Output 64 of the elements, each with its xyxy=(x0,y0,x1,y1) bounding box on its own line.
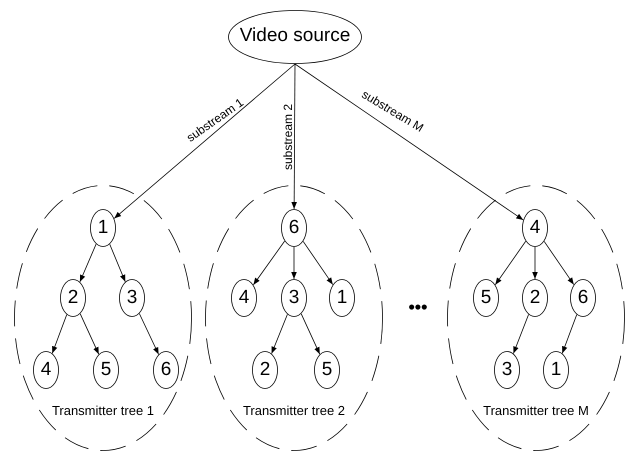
node-label: Video source xyxy=(238,25,352,47)
arrow xyxy=(252,240,285,286)
ellipsis-label: ••• xyxy=(408,296,428,318)
node-label: 4 xyxy=(528,217,542,239)
node-label: 1 xyxy=(96,217,110,239)
node-label: 4 xyxy=(238,287,250,309)
arrow xyxy=(291,64,297,210)
node-ellipse xyxy=(314,351,340,389)
node-label: 5 xyxy=(320,359,334,381)
node-ellipse xyxy=(522,209,548,247)
tree-ellipse xyxy=(447,185,625,451)
arrow xyxy=(532,246,538,280)
arrow xyxy=(138,313,160,355)
tree-ellipse xyxy=(205,185,383,451)
node-ellipse xyxy=(119,279,145,317)
arrow xyxy=(544,241,574,285)
node-ellipse xyxy=(153,351,179,389)
node-ellipse xyxy=(93,351,119,389)
tree-title: Transmitter tree M xyxy=(482,403,590,418)
node-label: 3 xyxy=(288,287,300,309)
edge-label: substream 2 xyxy=(281,104,296,170)
tree-title: Transmitter tree 1 xyxy=(50,403,156,418)
node-label: 1 xyxy=(336,287,348,309)
arrow xyxy=(513,314,529,354)
arrow xyxy=(109,244,126,282)
arrow xyxy=(300,313,320,355)
arrow xyxy=(80,313,100,355)
node-label: 5 xyxy=(480,287,492,309)
node-ellipse xyxy=(543,351,569,389)
arrow xyxy=(52,314,68,354)
node-ellipse xyxy=(473,279,499,317)
node-ellipse xyxy=(329,279,355,317)
node-label: 4 xyxy=(40,359,52,381)
tree-ellipse xyxy=(14,185,192,451)
node-label: 3 xyxy=(500,359,514,381)
node-ellipse xyxy=(522,279,548,317)
arrow xyxy=(291,246,297,280)
node-label: 5 xyxy=(100,359,112,381)
node-label: 2 xyxy=(66,287,80,309)
node-label: 6 xyxy=(160,359,172,381)
arrow xyxy=(562,314,578,354)
node-ellipse xyxy=(570,279,596,317)
arrow xyxy=(294,64,524,220)
node-ellipse xyxy=(231,279,257,317)
arrow xyxy=(302,241,334,285)
node-ellipse xyxy=(33,351,59,389)
arrow xyxy=(80,244,96,282)
node-label: 1 xyxy=(550,359,562,381)
node-ellipse xyxy=(60,279,86,317)
arrow xyxy=(494,240,526,286)
arrow xyxy=(271,314,288,354)
node-ellipse xyxy=(281,209,307,247)
node-ellipse xyxy=(228,10,362,64)
node-ellipse xyxy=(281,279,307,317)
node-label: 2 xyxy=(528,287,542,309)
node-label: 6 xyxy=(576,287,590,309)
node-ellipse xyxy=(494,351,520,389)
tree-title: Transmitter tree 2 xyxy=(242,403,346,418)
node-label: 2 xyxy=(258,359,272,381)
node-ellipse xyxy=(90,209,116,247)
node-label: 6 xyxy=(288,217,300,239)
node-label: 3 xyxy=(126,287,138,309)
node-ellipse xyxy=(252,351,278,389)
arrow xyxy=(114,64,296,219)
